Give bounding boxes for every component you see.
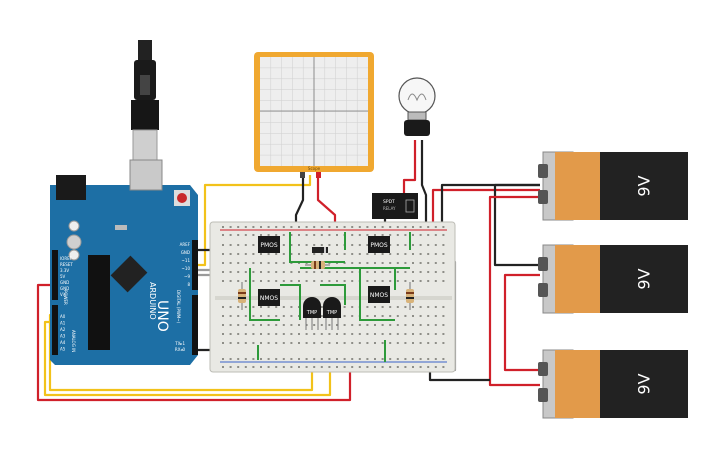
header-pin-label: RX◂0: [175, 347, 186, 352]
battery-9v: 9V: [538, 151, 688, 221]
resistor-2: [305, 261, 330, 269]
light-bulb: [398, 77, 436, 136]
header-pin-label: A5: [60, 347, 66, 352]
header-pin-label: A0: [60, 314, 66, 319]
header-pin-label: A3: [60, 334, 66, 339]
temp-sensor-right: TMP: [323, 297, 341, 330]
mosfet-label: PMOS: [370, 242, 388, 249]
header-pin-label: Vin: [60, 292, 67, 297]
breadboard-jumpers: [249, 232, 411, 362]
arduino-model: UNO: [154, 300, 170, 332]
power-title: POWER: [63, 290, 68, 305]
header-pin-label: IOREF: [60, 256, 73, 261]
header-pin-label: A2: [60, 327, 66, 332]
mosfet-label: NMOS: [260, 295, 278, 302]
temp-sensor-label: TMP: [326, 310, 337, 316]
header-pin-label: GND: [181, 250, 190, 255]
temp-sensor-label: TMP: [306, 310, 317, 316]
digital-header-labels: AREF GND ~11 ~10 ~9 8: [180, 242, 191, 287]
oscilloscope: Scope: [254, 52, 374, 178]
mosfet-label: PMOS: [260, 242, 278, 249]
header-pin-label: ~11: [182, 258, 191, 263]
digital-title: DIGITAL (PWM~): [176, 290, 181, 324]
header-pin-label: GND: [60, 286, 69, 291]
battery-label: 9V: [635, 373, 654, 394]
usb-cable: [131, 40, 159, 161]
batteries: 9V 9V 9V: [538, 151, 688, 419]
header-pin-label: ~9: [184, 274, 190, 279]
battery-9v: 9V: [538, 244, 688, 314]
breadboard: [209, 221, 456, 373]
mosfet-nmos-left: NMOS: [258, 289, 280, 306]
relay: SPDT RELAY: [372, 193, 418, 219]
header-pin-label: A1: [60, 321, 66, 326]
battery-label: 9V: [635, 268, 654, 289]
header-pin-label: 5V: [60, 274, 66, 279]
header-pin-label: GND: [60, 280, 69, 285]
diode: [312, 247, 328, 253]
header-pin-label: 8: [187, 282, 190, 287]
mosfet-nmos-right: NMOS: [368, 286, 390, 303]
mosfet-pmos-left: PMOS: [258, 236, 280, 253]
header-pin-label: TX▸1: [174, 341, 185, 346]
header-pin-label: A4: [60, 340, 66, 345]
scope-label: Scope: [308, 166, 321, 171]
battery-label: 9V: [635, 175, 654, 196]
mosfet-label: NMOS: [370, 292, 388, 299]
relay-sublabel: RELAY: [383, 206, 396, 211]
analog-title: ANALOG IN: [71, 330, 76, 352]
header-pin-label: RESET: [60, 262, 73, 267]
resistors: [238, 247, 414, 310]
arduino-uno: ARDUINO UNO DIGITAL (PWM~) POWER ANALOG …: [50, 159, 198, 365]
resistor-1: [238, 282, 246, 310]
breadboard-holes: [222, 226, 445, 368]
resistor-3: [406, 282, 414, 310]
txrx-labels: TX▸1RX◂0: [174, 341, 185, 352]
mosfet-pmos-right: PMOS: [368, 236, 390, 253]
relay-label: SPDT: [383, 199, 395, 205]
battery-9v: 9V: [538, 349, 688, 419]
header-pin-label: AREF: [180, 242, 191, 247]
temp-sensor-left: TMP: [303, 297, 321, 330]
header-pin-label: 3.3V: [60, 268, 69, 273]
arduino-brand: ARDUINO: [148, 282, 157, 320]
header-pin-label: ~10: [182, 266, 191, 271]
